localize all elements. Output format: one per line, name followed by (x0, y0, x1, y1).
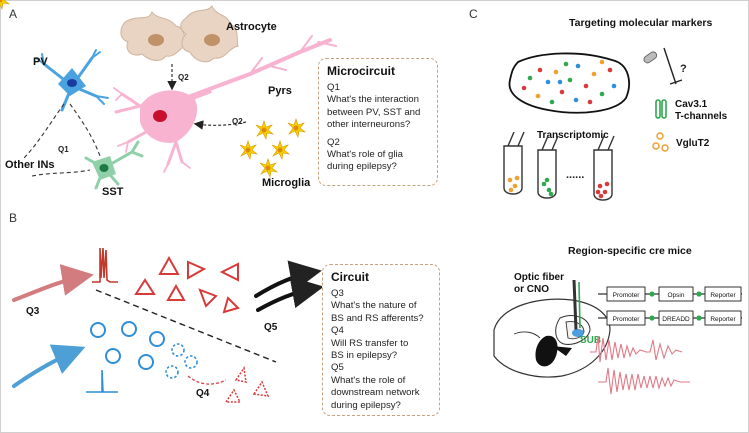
drug-capsule-icon (643, 47, 683, 85)
circuit-line: Q5 (331, 362, 344, 374)
panel-b-letter: B (9, 211, 17, 225)
tube-cells (507, 175, 610, 199)
construct2-dreadd: DREADD (662, 316, 690, 323)
microcircuit-line: Q1 (327, 82, 340, 93)
rs-input-arrow (12, 344, 86, 388)
targeting-heading: Targeting molecular markers (569, 17, 713, 29)
optic-fiber-label-line1: Optic fiber (514, 272, 564, 283)
panel-c-letter: C (469, 7, 478, 21)
microcircuit-line: during epilepsy? (327, 161, 397, 173)
pv-neuron-icon (35, 49, 109, 112)
construct-dreadd: Promoter DREADD Reporter (598, 310, 742, 326)
q5-arrow-upper (254, 260, 322, 298)
microcircuit-line: other interneurons? (327, 119, 411, 131)
fiber-light-icon (578, 281, 581, 329)
sst-neuron-icon (84, 140, 144, 190)
circuit-line: Q3 (331, 288, 344, 299)
q5-arrow-lower (256, 276, 324, 312)
astrocyte-label: Astrocyte (226, 21, 277, 33)
microglia-label: Microglia (262, 177, 311, 189)
construct2-reporter: Reporter (710, 316, 736, 323)
pv-sst-link (69, 103, 101, 157)
question-mark: ? (680, 63, 687, 75)
bs-rs-separator (95, 289, 277, 363)
microcircuit-line: What's the interaction (327, 94, 419, 106)
microcircuit-title: Microcircuit (327, 64, 396, 78)
astrocyte-left-icon (120, 10, 192, 61)
cav-label-line1: Cav3.1 (675, 99, 708, 110)
circuit-line: What's the role of (331, 374, 406, 386)
sst-label: SST (102, 186, 124, 198)
rs-neuron-circles (90, 321, 165, 370)
q4-label: Q4 (196, 388, 210, 399)
pyrs-label: Pyrs (268, 85, 292, 97)
construct1-promoter: Promoter (613, 292, 641, 299)
circuit-line: Will RS transfer to (331, 337, 409, 349)
seizure-trace-lower (598, 367, 690, 395)
regular-spike-trace (86, 369, 118, 393)
vglut2-vesicle-icon (652, 132, 669, 152)
optic-fiber-icon (572, 279, 578, 331)
sub-label: SUB (580, 335, 601, 346)
transcriptomic-label: Transcriptomic (537, 130, 609, 141)
q5-label: Q5 (264, 322, 278, 333)
bs-neuron-triangles (134, 255, 240, 314)
circuit-line: BS and RS afferents? (331, 312, 424, 324)
circuit-line: What's the nature of (331, 300, 417, 312)
burst-spike-trace (92, 247, 118, 283)
pyramidal-neuron-icon (113, 35, 337, 173)
microcircuit-box: Microcircuit Q1 What's the interaction b… (318, 58, 438, 186)
optic-fiber-label-line2: or CNO (514, 284, 549, 295)
astrocyte-right-icon (180, 4, 239, 63)
q1-label: Q1 (58, 145, 69, 154)
construct2-promoter: Promoter (613, 316, 641, 323)
seizure-trace-upper (590, 335, 683, 363)
pv-other-link (21, 103, 65, 161)
sample-tubes (503, 131, 615, 201)
cre-mice-heading: Region-specific cre mice (568, 245, 692, 257)
bs-input-arrow (12, 264, 94, 302)
q2-right-arrow (193, 120, 247, 130)
q3-label: Q3 (26, 306, 40, 317)
vglut2-label: VgluT2 (676, 138, 710, 149)
microglia-icon (0, 0, 306, 178)
tubes-ellipsis: ...... (566, 169, 584, 181)
cav-label-line2: T-channels (675, 111, 728, 122)
pv-label: PV (33, 56, 48, 68)
panel-a-letter: A (9, 7, 17, 21)
microcircuit-line: between PV, SST and (327, 106, 421, 118)
construct-opsin: Promoter Opsin Reporter (598, 286, 742, 302)
construct1-reporter: Reporter (710, 292, 736, 299)
t-channel-icon (655, 99, 667, 119)
circuit-title: Circuit (331, 270, 370, 284)
other-ins-label: Other INs (5, 159, 55, 171)
sst-other-link (31, 169, 91, 177)
q2-right-label: Q2 (232, 117, 243, 126)
circuit-line: BS in epilepsy? (331, 350, 398, 362)
circuit-line: Q4 (331, 325, 344, 337)
q2-top-label: Q2 (178, 73, 189, 82)
tissue-cells-icon (508, 52, 630, 114)
rs-neuron-dashed-circles (165, 343, 198, 379)
microcircuit-line: What's role of glia (327, 149, 403, 161)
microcircuit-line: Q2 (327, 136, 340, 148)
sub-region-marker (572, 329, 584, 337)
bs-dashed-triangles (224, 365, 270, 403)
circuit-line: during epilepsy? (331, 399, 401, 411)
circuit-box: Circuit Q3 What's the nature of BS and R… (322, 264, 440, 416)
q4-transition-arrow (187, 375, 227, 385)
circuit-line: downstream network (331, 387, 420, 399)
construct1-opsin: Opsin (668, 292, 685, 299)
